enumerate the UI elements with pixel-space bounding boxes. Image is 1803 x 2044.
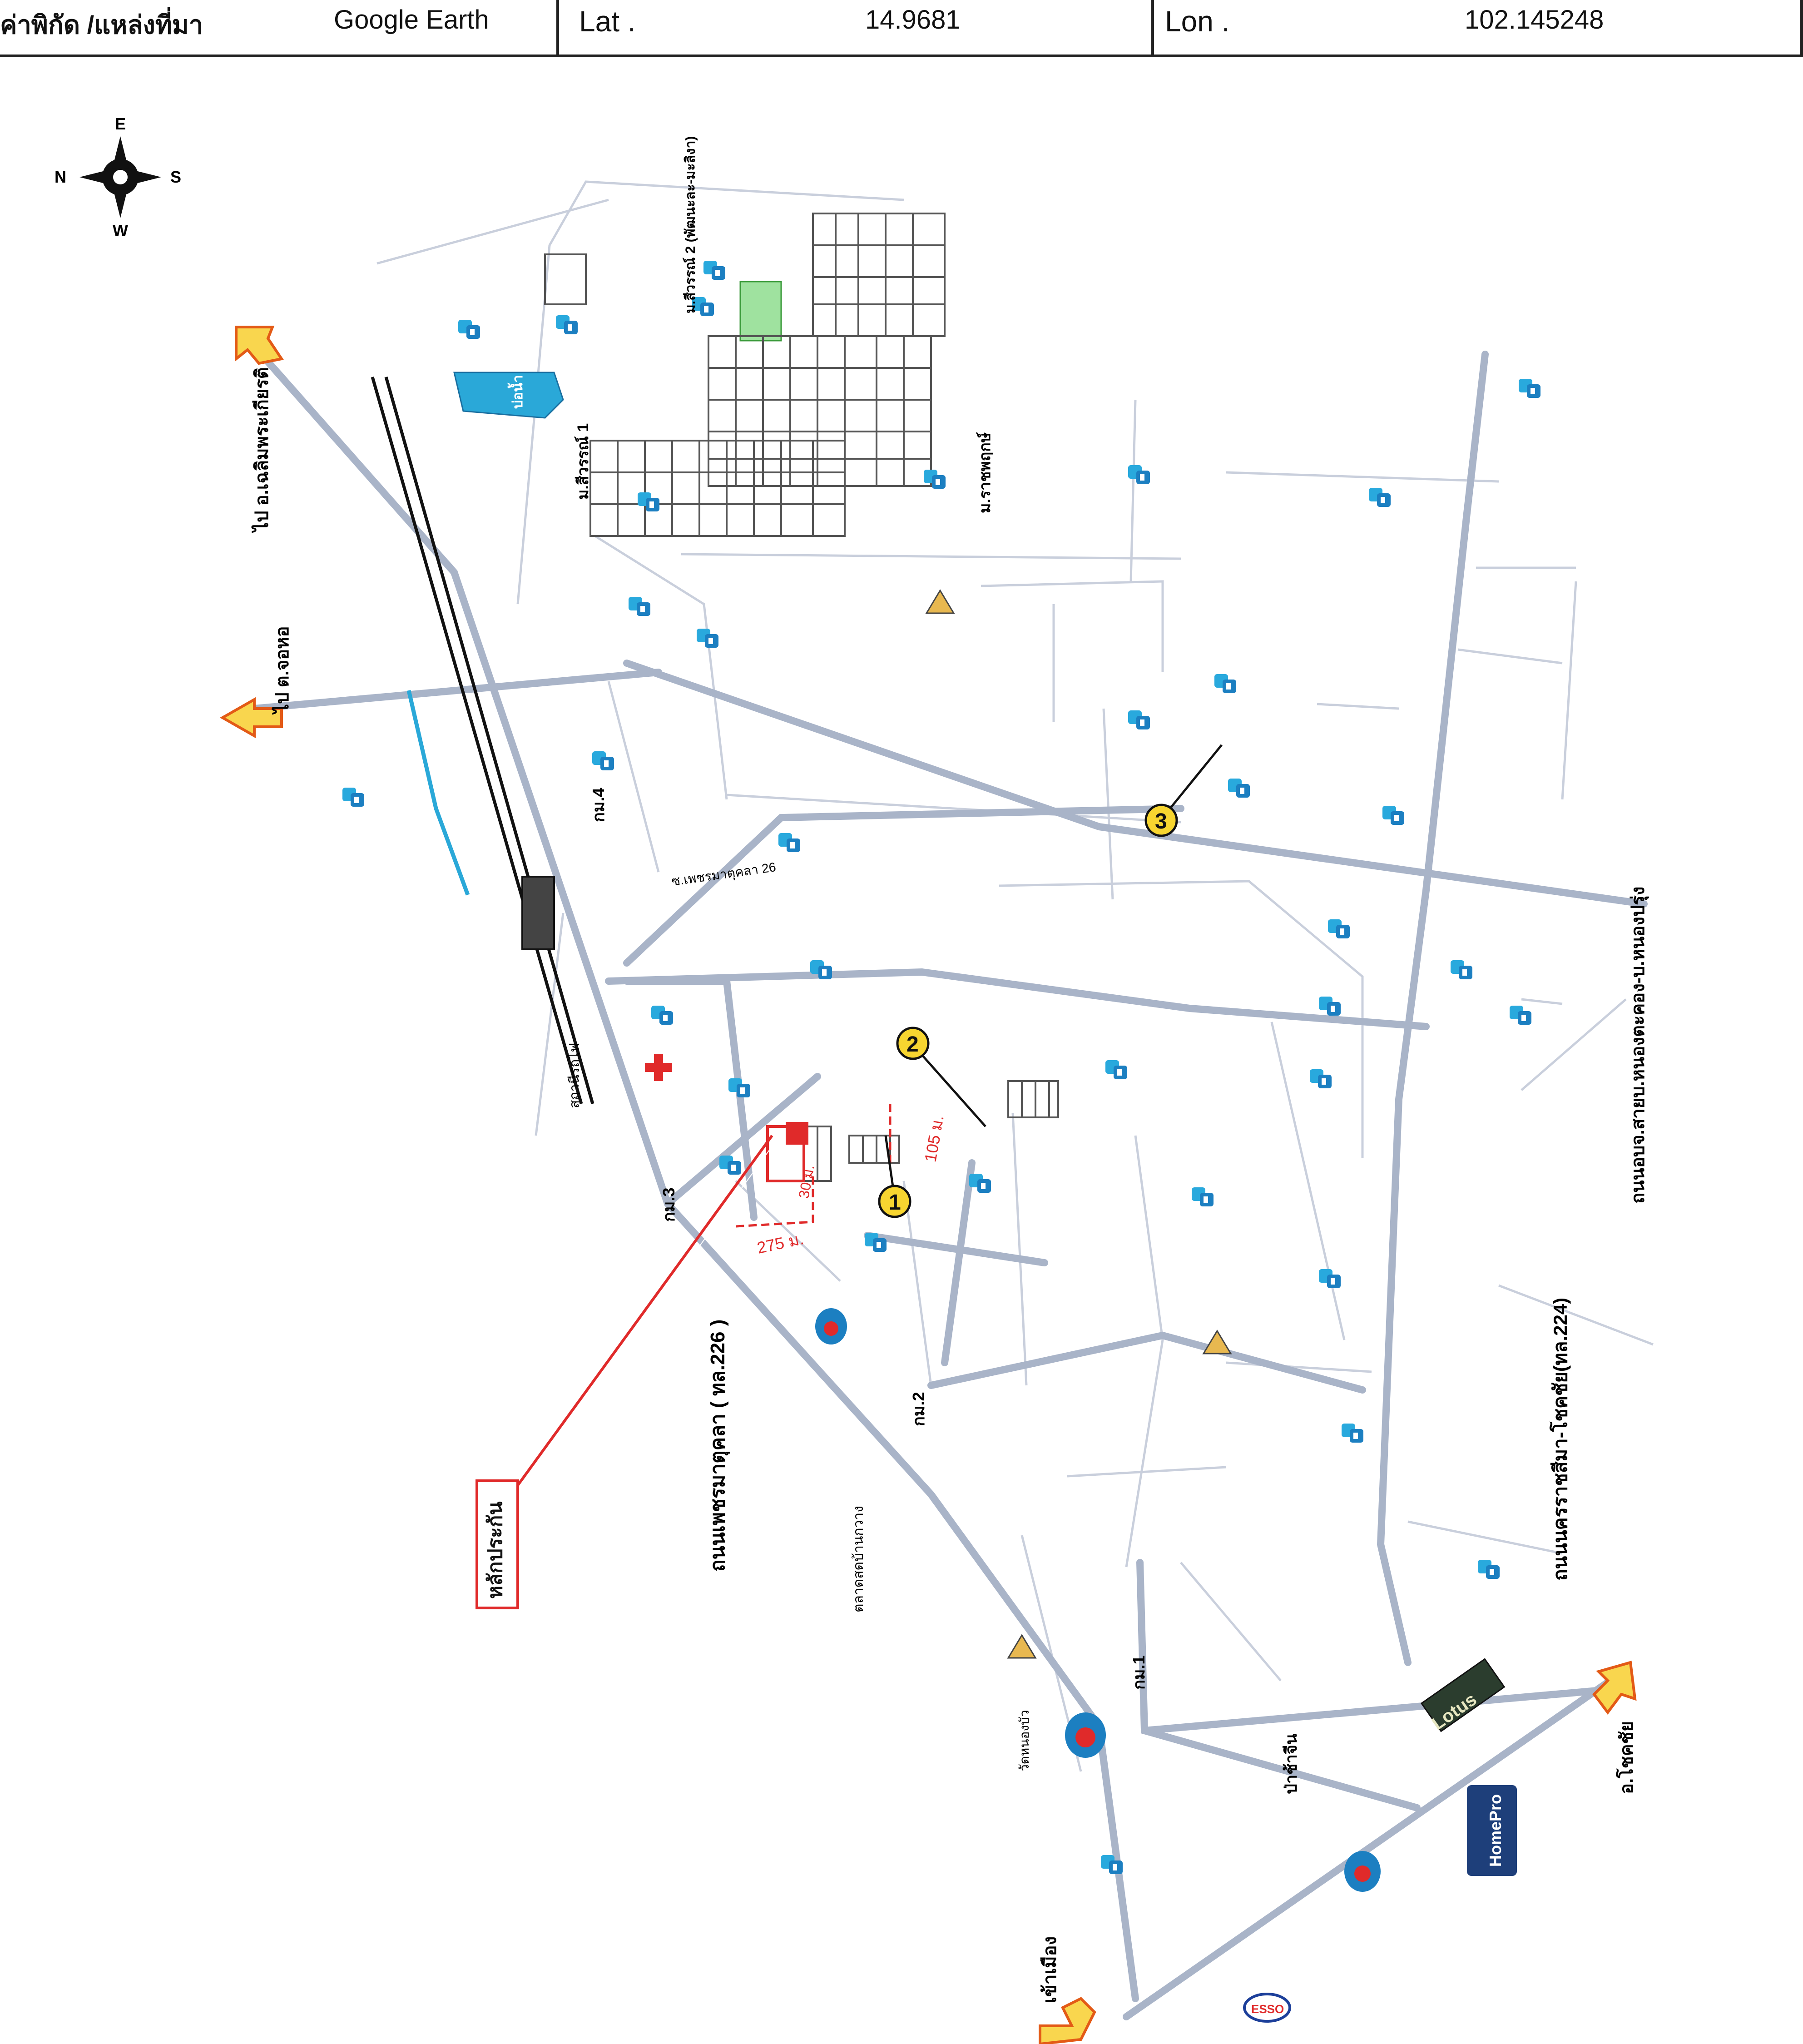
direction-arrow (219, 326, 1637, 2044)
compass-w: W (113, 221, 128, 240)
label-soi26: ซ.เพชรมาตุคลา 26 (671, 860, 777, 889)
distance-label: 275 ม. (755, 1229, 805, 1257)
svg-text:1: 1 (889, 1191, 901, 1215)
label-road-phetchamat: ถนนเพชรมาตุคลา ( ทล.226 ) (707, 1320, 730, 1572)
label-station: สถานีรถไฟ (566, 1043, 582, 1108)
lon-label: Lon . (1165, 5, 1230, 38)
svg-text:3: 3 (1155, 809, 1167, 833)
fuel-station-icon (815, 1308, 847, 1344)
label-km2: กม.2 (909, 1392, 928, 1426)
label-road-local: ถนนอบจ.สายบ.หนองตะคอง-บ.หนองปรุ่ง (1628, 887, 1649, 1204)
info-header: ค่าพิกัด /แหล่งที่มา Google Earth Lat . … (0, 0, 1803, 57)
label-market: ตลาดสดบ้านกวาง (851, 1506, 866, 1612)
source-value: Google Earth (334, 5, 489, 35)
collateral-label: หลักประกัน (484, 1501, 506, 1599)
svg-text:2: 2 (906, 1032, 919, 1057)
source-label: ค่าพิกัด /แหล่งที่มา (0, 10, 203, 39)
label-to-chokchai: ไป ต.จอหอ (272, 626, 292, 715)
collateral-pointer (516, 1135, 773, 1486)
collateral-box (476, 1479, 519, 1609)
svg-text:ESSO: ESSO (1251, 2002, 1284, 2016)
header-divider (556, 0, 559, 55)
label-choke-chai: อ.โชคชัย (1616, 1721, 1637, 1794)
minor-streets (376, 180, 1654, 1772)
label-cemetery: ป่าช้าจีน (1282, 1733, 1300, 1794)
esso-logo: ESSO (1243, 1993, 1291, 2023)
compass-e: E (115, 114, 126, 133)
label-muang: เข้าเมือง (1040, 1936, 1060, 2003)
label-muangmai2: ม.สีวรรณ์ 2 (พัฒนะละ-มะลิงา) (683, 136, 698, 313)
compass-s: S (170, 168, 181, 186)
label-pond: บ่อน้ำ (507, 375, 525, 409)
park (739, 281, 782, 342)
label-road-nakhon: ถนนนครราชสีมา-โชคชัย(ทล.224) (1549, 1298, 1571, 1581)
house-icons (342, 261, 1540, 1874)
label-to-chaloem: ไป อ.เฉลิมพระเกียรติ (251, 367, 272, 533)
fuel-station-icon (1065, 1712, 1106, 1758)
lat-value: 14.9681 (865, 5, 961, 35)
collateral-pointer (522, 1140, 777, 1490)
distance-lines (735, 1099, 892, 1228)
label-chorakhe: ม.ราชพฤกษ์ (976, 432, 994, 513)
lat-label: Lat . (579, 5, 636, 38)
hospital-icon (645, 1054, 672, 1081)
main-roads (242, 332, 1648, 2020)
marker-2: 2 (896, 1027, 986, 1127)
marker-3: 3 (1144, 744, 1223, 837)
svg-text:HomePro: HomePro (1486, 1794, 1505, 1867)
compass-n: N (54, 168, 66, 186)
distance-label: 105 ม. (921, 1114, 947, 1163)
railway (371, 377, 594, 1104)
compass-rose: N S E W (54, 114, 181, 240)
marker-1: 1 (878, 1135, 911, 1218)
canal (406, 690, 470, 896)
subject-plot (766, 1122, 808, 1182)
label-km3: กม.3 (659, 1187, 678, 1222)
lon-value: 102.145248 (1465, 5, 1604, 35)
header-divider (1800, 0, 1803, 55)
temple-icon (925, 589, 1232, 1659)
fuel-station-icon (1344, 1851, 1381, 1892)
label-km1: กม.1 (1129, 1655, 1148, 1690)
label-km4: กม.4 (589, 788, 608, 822)
header-divider (1151, 0, 1154, 55)
label-temple: วัดหนองบัว (1017, 1710, 1031, 1772)
homepro-logo: HomePro (1467, 1785, 1517, 1876)
label-muangmai1: ม.สีวรรณ์ 1 (574, 423, 592, 500)
station-building (521, 876, 555, 950)
pond (453, 372, 564, 419)
housing-grid (544, 213, 1059, 1182)
